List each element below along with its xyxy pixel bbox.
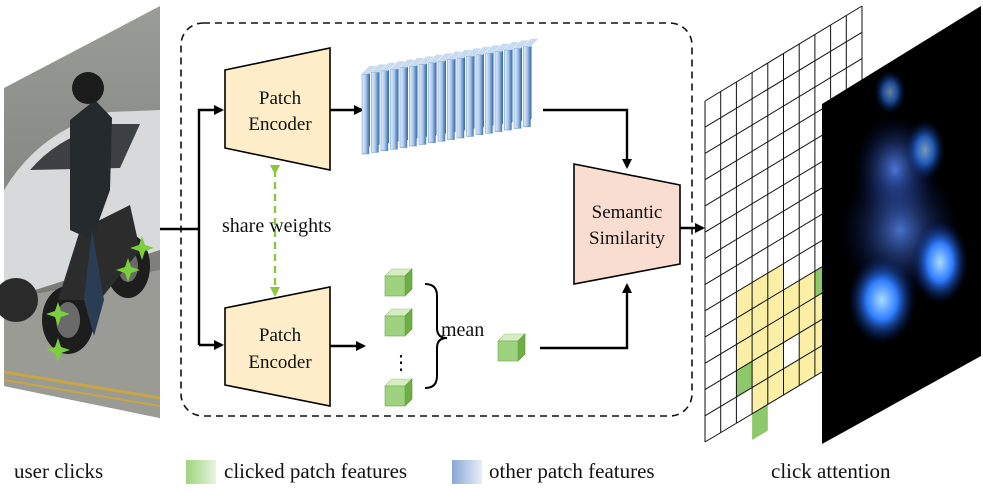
grid-cell-other	[736, 282, 753, 319]
patch-encoder-bottom: Patch Encoder	[224, 286, 331, 407]
feature-slice	[428, 54, 444, 144]
grid-cell-other	[752, 325, 768, 362]
arrow-stack-to-similarity	[543, 108, 632, 169]
feature-stack-icon	[361, 38, 539, 155]
legend-clicked-swatch	[186, 460, 216, 484]
share-weights-label: share weights	[222, 215, 332, 237]
input-connectors	[160, 105, 224, 350]
clicked-patch-features-label: clicked patch features	[224, 459, 408, 483]
grid-cell-other	[783, 359, 800, 395]
grid-cell-other	[752, 378, 768, 414]
cube-icon	[384, 308, 413, 337]
feature-slice	[447, 51, 463, 140]
ellipsis-dots: ⋮	[391, 352, 411, 374]
cube-icon	[384, 378, 413, 407]
legend-other-swatch	[452, 460, 482, 484]
grid-cell-other	[767, 263, 784, 300]
encoder-top-line1: Patch	[259, 88, 302, 109]
feature-slice	[390, 61, 406, 150]
feature-slice	[504, 42, 520, 131]
grid-cell-other	[783, 306, 800, 343]
grid-cell-other	[736, 308, 753, 345]
mean-brace	[424, 283, 448, 389]
similarity-line2: Similarity	[589, 228, 666, 249]
grid-cell-clicked	[736, 361, 753, 397]
feature-slice	[361, 66, 377, 155]
mean-label: mean	[441, 319, 484, 341]
grid-cell-other	[767, 368, 784, 405]
grid-cell-other	[767, 316, 784, 352]
grid-cell-other	[736, 335, 753, 371]
attention-heatmap	[822, 6, 981, 444]
feature-slice	[399, 59, 415, 148]
pipeline-container	[180, 22, 693, 417]
cube-icon	[384, 268, 413, 297]
feature-slice	[523, 38, 539, 128]
user-click-image	[0, 6, 161, 418]
encoder-bottom-line2: Encoder	[248, 352, 312, 373]
feature-slice	[494, 43, 510, 132]
clicked-feature-cubes	[384, 268, 413, 407]
grid-line	[704, 5, 863, 102]
feature-slice	[409, 58, 425, 147]
grid-cell-other	[799, 297, 815, 334]
grid-cell-other	[752, 273, 768, 309]
grid-cell-other	[752, 351, 768, 388]
feature-slice	[437, 53, 453, 142]
grid-cell-other	[767, 289, 784, 326]
mean-cube-icon	[497, 333, 526, 362]
similarity-line1: Semantic	[592, 202, 663, 223]
grid-cell-other	[799, 271, 815, 307]
semantic-similarity-block: Semantic Similarity	[573, 163, 681, 285]
feature-slice	[485, 45, 501, 134]
encoder-bottom-line1: Patch	[259, 325, 302, 346]
feature-slice	[475, 46, 491, 136]
patch-encoder-top: Patch Encoder	[224, 47, 331, 171]
other-patch-features-label: other patch features	[489, 459, 655, 483]
grid-line	[704, 58, 863, 154]
feature-slice	[418, 56, 434, 145]
encoder-top-line2: Encoder	[248, 114, 312, 135]
grid-cell-other	[799, 323, 815, 360]
feature-slice	[380, 62, 396, 152]
grid-cell-other	[767, 342, 784, 379]
feature-slice	[466, 48, 482, 137]
grid-cell-other	[799, 349, 815, 386]
feature-slice	[513, 40, 529, 129]
user-clicks-label: user clicks	[14, 459, 104, 483]
grid-cell-clicked	[752, 404, 768, 441]
cube-icon	[497, 333, 526, 362]
grid-cell-other	[752, 299, 768, 336]
grid-cell-other	[783, 280, 800, 317]
click-attention-label: click attention	[771, 459, 891, 483]
feature-slice	[371, 64, 387, 153]
feature-slice	[456, 50, 472, 139]
arrow-mean-to-similarity	[540, 283, 632, 350]
grid-line	[704, 31, 863, 128]
